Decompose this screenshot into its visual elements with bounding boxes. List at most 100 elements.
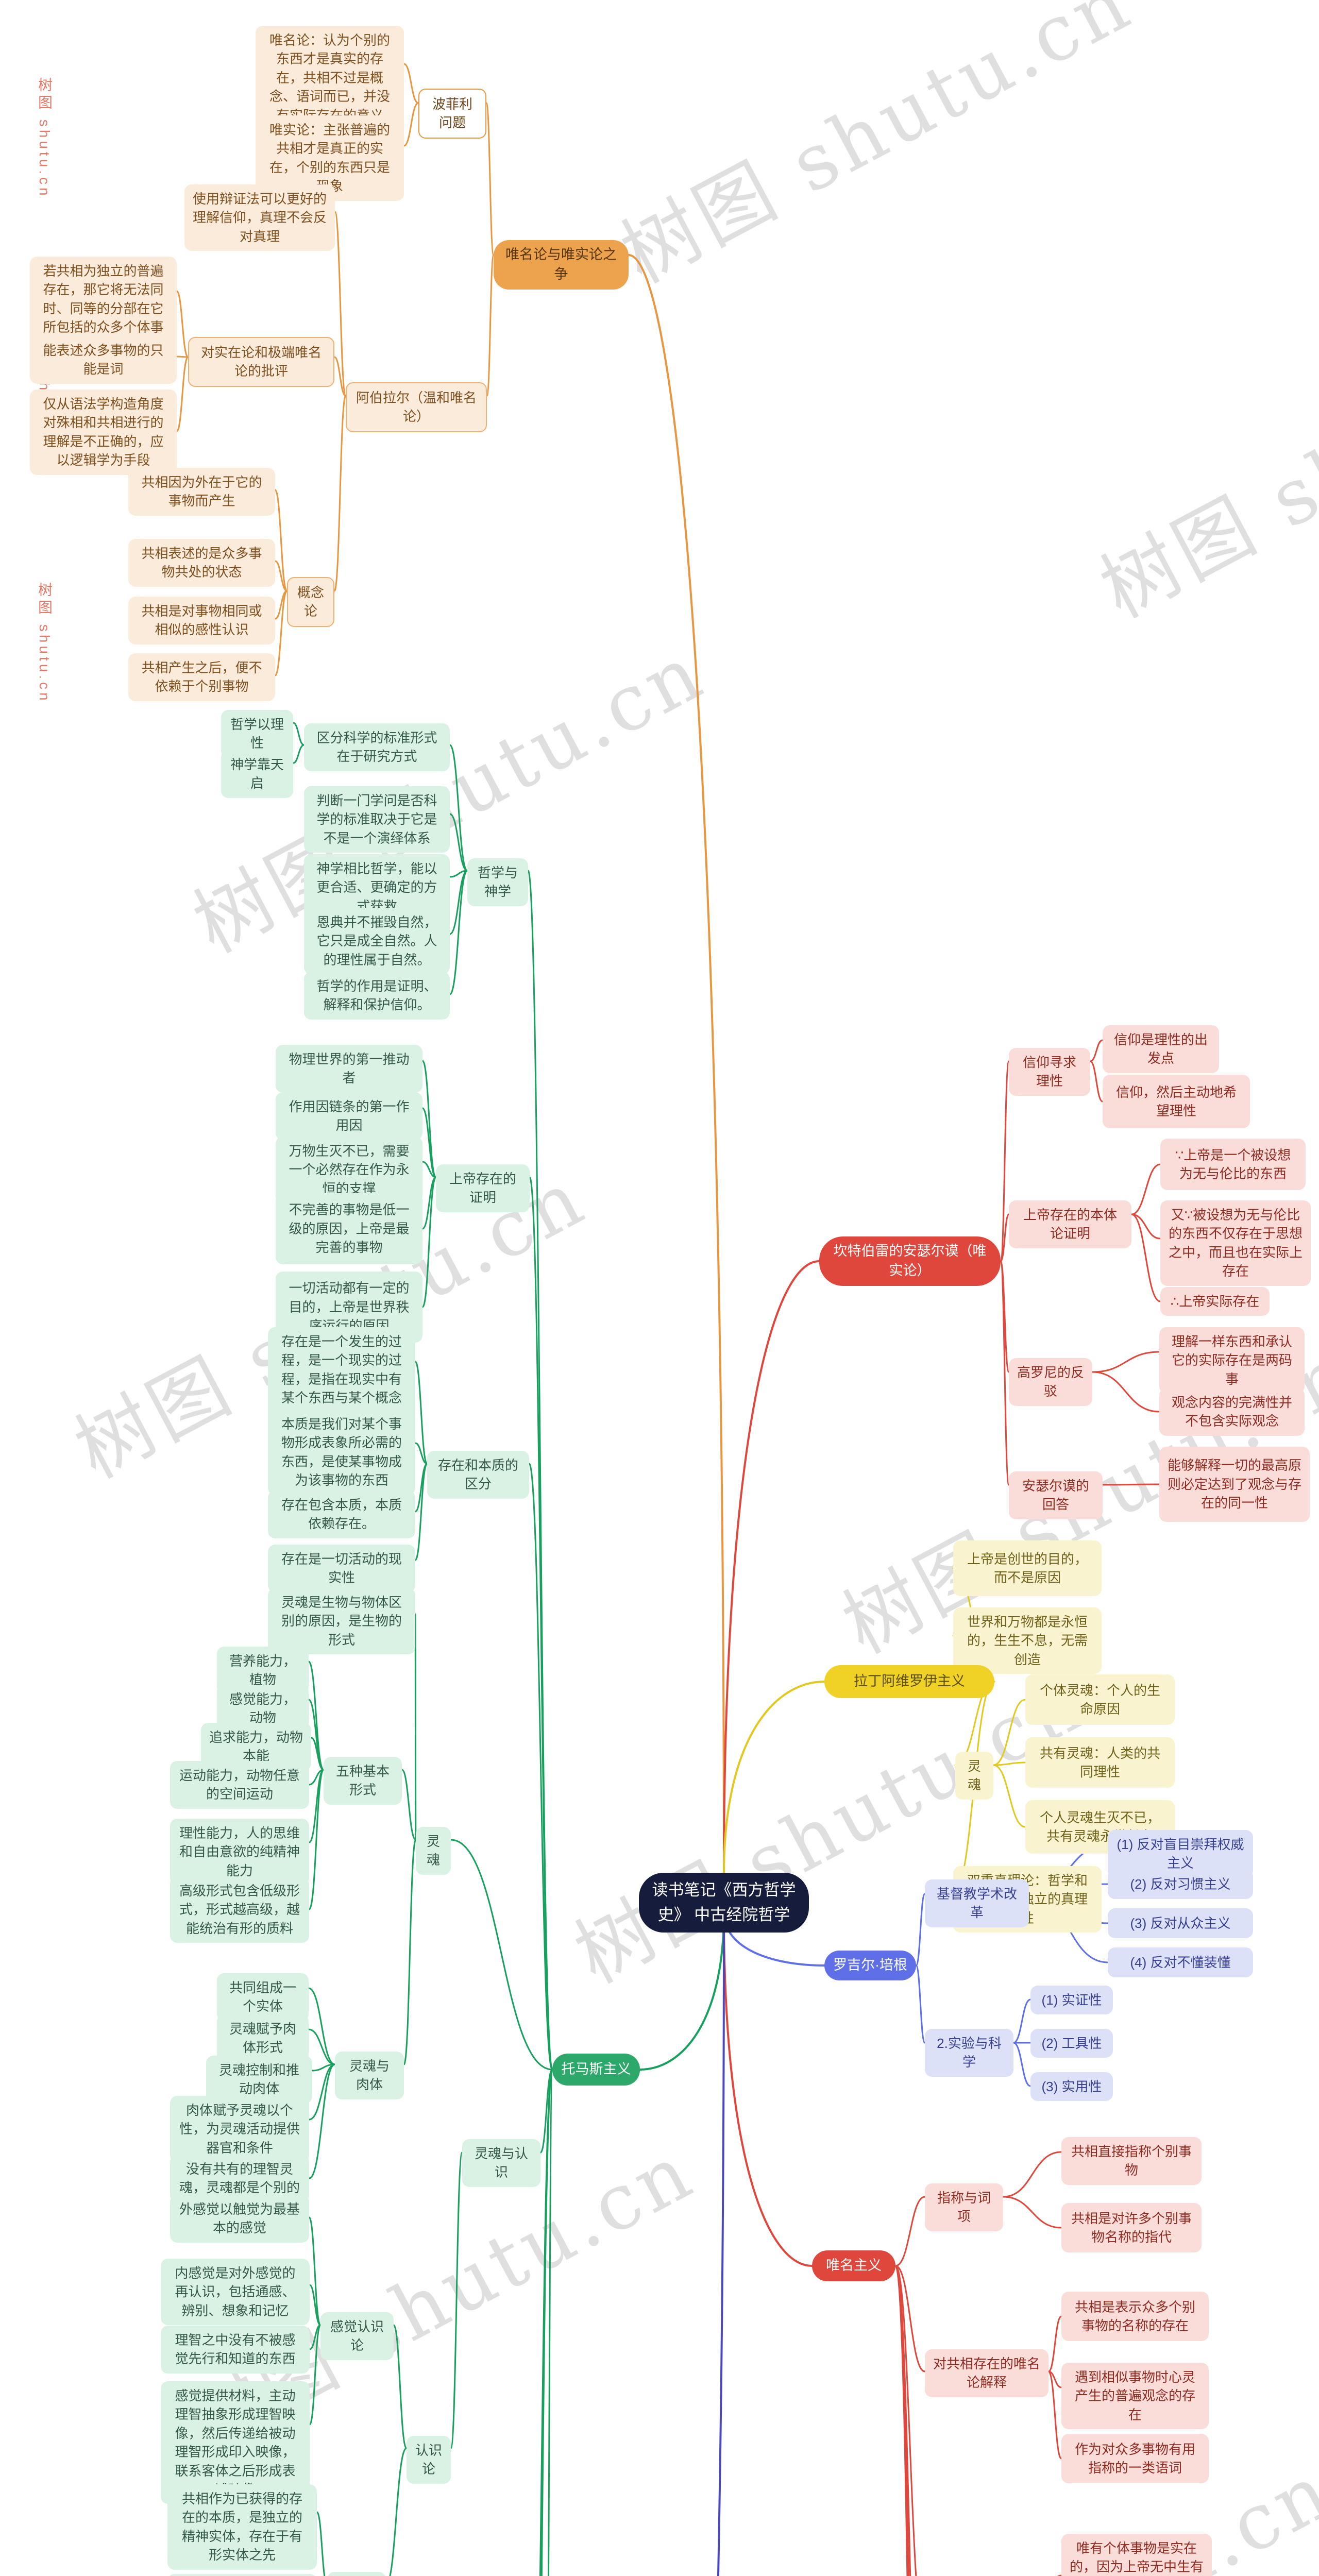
node-gl5b[interactable]: 共相理论 bbox=[327, 2572, 386, 2576]
edge-gl3-gbr bbox=[528, 1463, 553, 2071]
node-rb2x[interactable]: 又∵被设想为无与伦比的东西不仅存在于思想之中，而且也在实际上存在 bbox=[1160, 1200, 1311, 1286]
node-nb1[interactable]: 共相是表示众多个别事物的名称的存在 bbox=[1061, 2292, 1209, 2341]
node-nbr[interactable]: 唯名主义 bbox=[812, 2250, 895, 2281]
node-gh1[interactable]: 共相作为已获得的存在的本质，是独立的精神实体，存在于有形实体之先 bbox=[167, 2484, 317, 2570]
node-bb1[interactable]: 基督教学术改革 bbox=[925, 1879, 1029, 1927]
node-nb3[interactable]: 作为对众多事物有用指称的一类语词 bbox=[1061, 2434, 1209, 2483]
node-ra2[interactable]: 信仰，然后主动地希望理性 bbox=[1103, 1075, 1250, 1128]
node-ge4[interactable]: 运动能力，动物任意的空间运动 bbox=[170, 1761, 309, 1809]
node-op1[interactable]: 共相因为外在于它的事物而产生 bbox=[128, 468, 275, 516]
node-gb5[interactable]: 哲学的作用是证明、解释和保护信仰。 bbox=[304, 972, 450, 1020]
node-bd3[interactable]: (3) 实用性 bbox=[1030, 2072, 1113, 2102]
node-on1[interactable]: 唯名论：认为个别的东西才是真实的存在，共相不过是概念、语词而已，并没有实际存在的… bbox=[256, 26, 404, 130]
node-rl3[interactable]: 高罗尼的反驳 bbox=[1009, 1358, 1092, 1406]
node-gl4a[interactable]: 五种基本形式 bbox=[324, 1757, 402, 1805]
node-op4[interactable]: 共相产生之后，便不依赖于个别事物 bbox=[128, 653, 275, 701]
node-yb2[interactable]: 共有灵魂：人类的共同理性 bbox=[1025, 1737, 1175, 1788]
node-gl5p[interactable]: 灵魂与认识 bbox=[462, 2139, 540, 2187]
node-rbr[interactable]: 坎特伯雷的安瑟尔谟（唯实论） bbox=[819, 1236, 1001, 1286]
node-ol2[interactable]: 对实在论和极端唯名论的批评 bbox=[188, 337, 334, 387]
node-rc2[interactable]: 观念内容的完满性并不包含实际观念 bbox=[1159, 1388, 1305, 1436]
node-ol3[interactable]: 概念论 bbox=[287, 577, 334, 627]
watermark-shutu-gray: 树图 shutu.cn bbox=[1087, 292, 1319, 636]
node-na2[interactable]: 共相是对许多个别事物名称的指代 bbox=[1061, 2203, 1202, 2252]
node-op2[interactable]: 共相表述的是众多事物共处的状态 bbox=[128, 539, 275, 587]
node-gc4[interactable]: 不完善的事物是低一级的原因，上帝是最完善的事物 bbox=[276, 1193, 422, 1264]
node-ya2[interactable]: 世界和万物都是永恒的，生生不息，无需创造 bbox=[953, 1607, 1102, 1674]
node-bd2[interactable]: (2) 工具性 bbox=[1030, 2029, 1113, 2058]
node-gg1[interactable]: 外感觉以触觉为最基本的感觉 bbox=[170, 2195, 309, 2243]
node-gg3[interactable]: 理智之中没有不被感觉先行和知道的东西 bbox=[161, 2326, 310, 2374]
edge-op2-ol3 bbox=[274, 560, 288, 592]
edge-rc1-rl3 bbox=[1091, 1351, 1160, 1373]
node-gl5[interactable]: 认识论 bbox=[407, 2436, 451, 2484]
node-gl3[interactable]: 存在和本质的区分 bbox=[427, 1451, 529, 1499]
node-ga2[interactable]: 神学靠天启 bbox=[221, 750, 293, 798]
node-gl1[interactable]: 哲学与神学 bbox=[467, 858, 528, 906]
node-ybr[interactable]: 拉丁阿维罗伊主义 bbox=[824, 1665, 994, 1698]
node-bc4[interactable]: (4) 反对不懂装懂 bbox=[1108, 1947, 1253, 1977]
node-gb2[interactable]: 判断一门学问是否科学的标准取决于它是不是一个演绎体系 bbox=[304, 786, 450, 853]
edge-ol2-ob1 bbox=[333, 356, 347, 397]
node-oc1[interactable]: 使用辩证法可以更好的理解信仰，真理不会反对真理 bbox=[184, 184, 335, 251]
node-rl2[interactable]: 上帝存在的本体论证明 bbox=[1009, 1200, 1131, 1248]
node-ge0[interactable]: 灵魂是生物与物体区别的原因，是生物的形式 bbox=[268, 1588, 415, 1655]
edge-gl5p-gbr bbox=[539, 2069, 553, 2154]
node-ya1[interactable]: 上帝是创世的目的，而不是原因 bbox=[953, 1540, 1102, 1596]
node-ge6[interactable]: 高级形式包含低级形式，形式越高级，越能统治有形的质料 bbox=[170, 1876, 309, 1943]
node-ob1[interactable]: 阿伯拉尔（温和唯名论） bbox=[346, 382, 487, 432]
node-obr[interactable]: 唯名论与唯实论之争 bbox=[494, 240, 629, 290]
edge-gf3-gl4b bbox=[311, 2063, 336, 2072]
node-ol1[interactable]: 波菲利问题 bbox=[418, 89, 486, 139]
node-bd0[interactable]: 2.实验与科学 bbox=[925, 2029, 1013, 2077]
node-nc1[interactable]: 唯有个体事物是实在的，因为上帝无中生有地创造，所以共相不存在于上帝之中 bbox=[1061, 2534, 1212, 2576]
node-bbr[interactable]: 罗吉尔·培根 bbox=[824, 1951, 916, 1980]
node-gc2[interactable]: 作用因链条的第一作用因 bbox=[276, 1092, 422, 1140]
node-rc1[interactable]: 理解一样东西和承认它的实际存在是两码事 bbox=[1159, 1327, 1305, 1394]
node-nl2[interactable]: 对共相存在的唯名论解释 bbox=[925, 2349, 1049, 2397]
node-nl1[interactable]: 指称与词项 bbox=[925, 2183, 1003, 2231]
node-ra1[interactable]: 信仰是理性的出发点 bbox=[1103, 1025, 1219, 1073]
node-rl1[interactable]: 信仰寻求理性 bbox=[1009, 1048, 1090, 1096]
node-bd1[interactable]: (1) 实证性 bbox=[1030, 1986, 1113, 2015]
node-rb3[interactable]: ∴上帝实际存在 bbox=[1160, 1287, 1270, 1316]
node-gd3[interactable]: 存在包含本质，本质依赖存在。 bbox=[268, 1490, 415, 1538]
node-rd1[interactable]: 能够解释一切的最高原则必定达到了观念与存在的同一性 bbox=[1159, 1447, 1310, 1522]
node-gl2[interactable]: 上帝存在的证明 bbox=[436, 1164, 530, 1212]
node-rl4[interactable]: 安瑟尔谟的回答 bbox=[1009, 1471, 1103, 1519]
node-nb2[interactable]: 遇到相似事物时心灵产生的普遍观念的存在 bbox=[1061, 2363, 1209, 2430]
node-bc3[interactable]: (3) 反对从众主义 bbox=[1108, 1908, 1253, 1938]
node-op3[interactable]: 共相是对事物相同或相似的感性认识 bbox=[128, 597, 275, 645]
node-na1[interactable]: 共相直接指称个别事物 bbox=[1061, 2137, 1202, 2185]
node-gb1[interactable]: 区分科学的标准形式在于研究方式 bbox=[304, 723, 450, 771]
node-bc2[interactable]: (2) 反对习惯主义 bbox=[1108, 1869, 1253, 1899]
node-gl4b[interactable]: 灵魂与肉体 bbox=[335, 2052, 404, 2099]
node-gh2[interactable]: 共相作为与质料共同构成有形实体的形式，存在于有形实体之中 bbox=[167, 2574, 317, 2576]
node-ge5[interactable]: 理性能力，人的思维和自由意欲的纯精神能力 bbox=[170, 1819, 309, 1886]
node-gg2[interactable]: 内感觉是对外感觉的再认识，包括通感、辨别、想象和记忆 bbox=[161, 2259, 310, 2326]
node-ga1[interactable]: 哲学以理性 bbox=[221, 710, 293, 758]
node-yb1[interactable]: 个体灵魂：个人的生命原因 bbox=[1025, 1674, 1175, 1725]
edge-gc3-gl2 bbox=[421, 1161, 437, 1178]
node-gf3[interactable]: 灵魂控制和推动肉体 bbox=[206, 2056, 312, 2104]
node-gd2[interactable]: 本质是我们对某个事物形成表象所必需的东西，是使某事物成为该事物的东西 bbox=[268, 1410, 415, 1495]
node-gbr[interactable]: 托马斯主义 bbox=[552, 2054, 640, 2086]
edge-ge6-gl4a bbox=[308, 1769, 325, 1910]
node-gd4[interactable]: 存在是一切活动的现实性 bbox=[268, 1545, 415, 1592]
node-gc3[interactable]: 万物生灭不已，需要一个必然存在作为永恒的支撑 bbox=[276, 1137, 422, 1204]
node-yl1[interactable]: 灵魂 bbox=[955, 1752, 993, 1800]
node-gc1[interactable]: 物理世界的第一推动者 bbox=[276, 1045, 422, 1093]
node-gg4[interactable]: 感觉提供材料，主动理智抽象形成理智映像，然后传递给被动理智形成印入映像，联系客体… bbox=[161, 2381, 310, 2504]
node-gf4[interactable]: 肉体赋予灵魂以个性，为灵魂活动提供器官和条件 bbox=[170, 2096, 309, 2163]
node-gf5[interactable]: 没有共有的理智灵魂，灵魂都是个别的 bbox=[170, 2155, 309, 2202]
node-gl4[interactable]: 灵魂 bbox=[416, 1827, 451, 1875]
node-gf2[interactable]: 灵魂赋予肉体形式 bbox=[217, 2014, 309, 2062]
node-gf1[interactable]: 共同组成一个实体 bbox=[217, 1973, 309, 2021]
node-gb4[interactable]: 恩典并不摧毁自然，它只是成全自然。人的理性属于自然。 bbox=[304, 908, 450, 975]
node-ok2[interactable]: 能表述众多事物的只能是词 bbox=[30, 336, 177, 384]
node-rb1[interactable]: ∵上帝是一个被设想为无与伦比的东西 bbox=[1160, 1139, 1306, 1190]
central-topic[interactable]: 读书笔记《西方哲学史》 中古经院哲学 bbox=[639, 1873, 809, 1933]
node-gl5a[interactable]: 感觉认识论 bbox=[320, 2312, 394, 2360]
node-gb3[interactable]: 神学相比哲学，能以更合适、更确定的方式获救 bbox=[304, 854, 450, 921]
node-ok3[interactable]: 仅从语法学构造角度对殊相和共相进行的理解是不正确的，应以逻辑学为手段 bbox=[30, 389, 177, 475]
